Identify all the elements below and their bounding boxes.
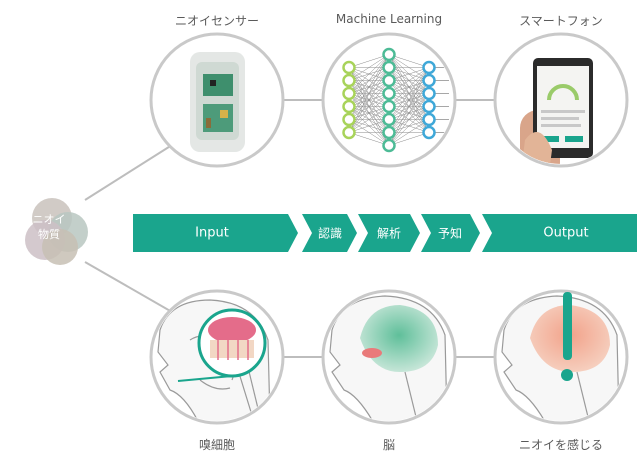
- nn-node: [342, 125, 356, 140]
- odor-substance-icon: [25, 198, 88, 265]
- nn-node: [382, 47, 396, 62]
- nn-node: [342, 60, 356, 75]
- output-label: Output: [543, 225, 589, 241]
- connector-lines: [84, 99, 497, 358]
- input-arrow: [133, 214, 298, 252]
- nn-edge: [348, 93, 390, 133]
- nn-node: [342, 99, 356, 114]
- nn-node: [422, 86, 436, 101]
- output-arrow: [482, 214, 637, 252]
- nn-edge: [388, 67, 430, 94]
- nn-node: [382, 112, 396, 127]
- predict-label: 予知: [437, 226, 463, 241]
- sensor-circle: [149, 32, 285, 168]
- nn-node: [342, 112, 356, 127]
- nn-edge: [388, 80, 430, 146]
- nn-node: [382, 125, 396, 140]
- nn-node: [382, 73, 396, 88]
- nn-edge: [388, 54, 430, 68]
- perceive-label: ニオイを感じる: [518, 438, 604, 452]
- recognize-label: 認識: [317, 226, 343, 241]
- olfactory-cell-label: 嗅細胞: [198, 438, 236, 452]
- nn-edge: [388, 67, 430, 120]
- nn-node: [342, 86, 356, 101]
- analyze-label: 解析: [376, 226, 402, 241]
- brain-label: 脳: [382, 438, 396, 452]
- odor-substance-line1: ニオイ: [32, 213, 66, 226]
- smartphone-circle: [493, 32, 629, 168]
- recognize-arrow: [302, 214, 357, 252]
- analyze-arrow: [358, 214, 420, 252]
- process-banner: [133, 214, 637, 252]
- nn-node: [382, 138, 396, 153]
- nn-edge: [388, 93, 430, 146]
- nn-node: [382, 86, 396, 101]
- nn-node: [342, 73, 356, 88]
- nn-node: [422, 73, 436, 88]
- neural-network-icon: [342, 47, 449, 153]
- olfactory-cell-zoom-icon: [177, 308, 267, 382]
- perceive-circle: [493, 289, 629, 425]
- nn-edge: [388, 67, 430, 81]
- nn-edge: [388, 132, 430, 146]
- nn-edge: [348, 80, 390, 133]
- machine-learning-circle: [321, 32, 457, 168]
- brain-circle: [321, 289, 457, 425]
- nn-node: [422, 99, 436, 114]
- nn-edge: [348, 54, 390, 107]
- nn-edge: [348, 54, 390, 68]
- machine-learning-label: Machine Learning: [335, 12, 443, 26]
- nn-edge: [388, 67, 430, 133]
- input-label: Input: [195, 225, 229, 241]
- brain-icon: [329, 295, 448, 421]
- nn-edge: [348, 54, 390, 81]
- nn-node: [422, 112, 436, 127]
- olfactory-cell-circle: [149, 289, 285, 425]
- sensor-label: ニオイセンサー: [174, 14, 260, 28]
- nn-edge: [388, 119, 430, 146]
- nn-edge: [348, 67, 390, 133]
- odor-substance-label: ニオイ 物質: [26, 212, 72, 242]
- smartphone-label: スマートフォン: [519, 14, 603, 28]
- nn-node: [422, 60, 436, 75]
- exclamation-icon: [561, 292, 573, 381]
- odor-substance-line2: 物質: [38, 228, 60, 241]
- nn-edge: [348, 54, 390, 120]
- nn-edge: [348, 106, 390, 133]
- nn-node: [382, 60, 396, 75]
- nn-edge: [388, 106, 430, 146]
- nn-node: [382, 99, 396, 114]
- nn-node: [422, 125, 436, 140]
- nn-edge: [388, 67, 430, 107]
- smartphone-icon: [520, 58, 593, 164]
- predict-arrow: [421, 214, 480, 252]
- nn-edge: [348, 119, 390, 133]
- nn-edge: [348, 54, 390, 94]
- nn-edge: [348, 132, 390, 146]
- sensor-device-icon: [190, 52, 245, 152]
